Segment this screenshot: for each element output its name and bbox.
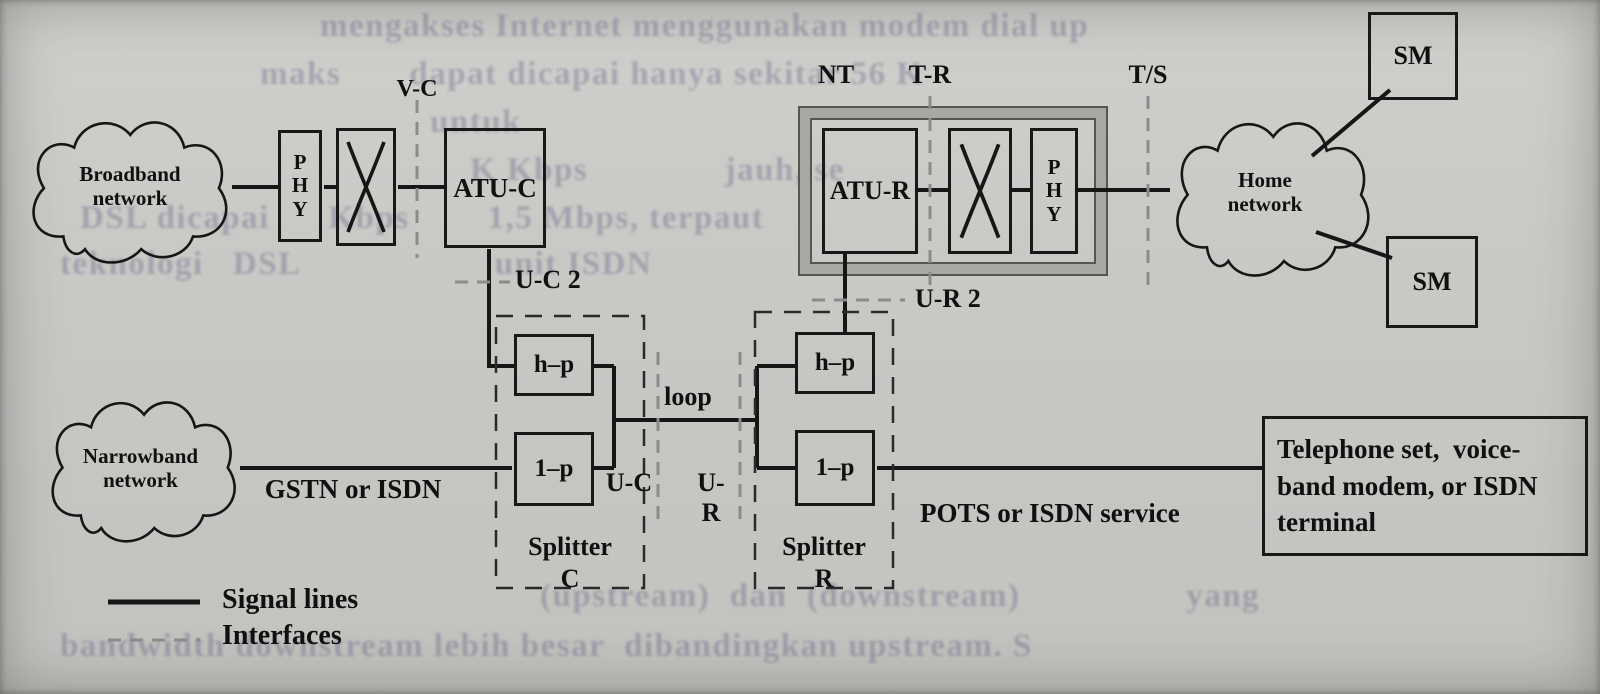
phy-right-h: H — [1045, 178, 1063, 203]
broadband-cloud-label: Broadband network — [50, 162, 210, 210]
bleed-line: bandwidth downstream lebih besar dibandi… — [60, 628, 1033, 664]
atu-c-box: ATU-C — [444, 128, 546, 248]
ur-interface-label: U-R — [697, 468, 725, 527]
narrowband-cloud-label: Narrowband network — [58, 444, 223, 492]
ts-interface-label: T/S — [1128, 60, 1168, 89]
gstn-link-label: GSTN or ISDN — [264, 474, 442, 504]
crossover-right-x-icon — [959, 143, 1001, 239]
home-cloud-label-line2: network — [1227, 192, 1303, 217]
uc2-interface-label: U-C 2 — [515, 265, 581, 294]
phy-left-letters: P H Y — [291, 149, 309, 222]
broadband-cloud-label-line1: Broadband — [79, 162, 181, 186]
crossover-right-box — [948, 128, 1012, 254]
splitter-r-highpass-label: h–p — [814, 349, 856, 376]
splitter-c-title: Splitter — [528, 532, 612, 561]
splitter-c-highpass-label: h–p — [533, 351, 575, 378]
phy-left-p: P — [293, 149, 307, 174]
splitter-r-letter: R — [814, 564, 834, 593]
ur2-interface-label: U-R 2 — [915, 284, 981, 313]
sm-top-box: SM — [1368, 12, 1458, 100]
splitter-r-dashed-box — [753, 310, 895, 590]
bleed-line: DSL dicapai Kbps 1,5 Mbps, terpaut — [80, 200, 765, 236]
sm-bottom-box: SM — [1386, 236, 1478, 328]
splitter-c-lowpass-label: 1–p — [534, 455, 574, 482]
phy-right-y: Y — [1046, 201, 1062, 226]
terminal-line3: terminal — [1277, 507, 1376, 538]
splitter-r-lowpass-box: 1–p — [795, 430, 875, 506]
terminal-box: Telephone set, voice- band modem, or ISD… — [1262, 416, 1588, 556]
phy-left-y: Y — [292, 196, 308, 221]
splitter-r-highpass-box: h–p — [795, 332, 875, 394]
home-cloud-label: Home network — [1190, 168, 1340, 216]
loop-label: loop — [664, 382, 712, 411]
phy-right-letters: P H Y — [1045, 154, 1063, 227]
phy-right-box: P H Y — [1030, 128, 1078, 254]
vc-interface-label: V-C — [396, 76, 438, 102]
crossover-left-x-icon — [346, 141, 386, 233]
broadband-cloud-label-line2: network — [92, 186, 168, 211]
uc-interface-label: U-C — [605, 468, 653, 497]
atu-r-label: ATU-R — [829, 176, 911, 205]
splitter-r-title: Splitter — [782, 532, 866, 561]
phy-left-h: H — [291, 173, 309, 198]
atu-c-label: ATU-C — [453, 172, 537, 203]
atuc-to-splitter-line — [487, 249, 514, 368]
narrowband-cloud-label-line2: network — [103, 468, 178, 493]
bleed-line: maks dapat dicapai hanya sekitar 56 K — [260, 56, 924, 92]
splitter-r-lowpass-label: 1–p — [815, 454, 855, 481]
nt-label: NT — [817, 60, 855, 89]
phy-right-p: P — [1047, 154, 1061, 179]
terminal-line1: Telephone set, voice- — [1277, 434, 1521, 465]
tr-interface-label: T-R — [908, 60, 952, 89]
splitter-c-letter: C — [560, 564, 580, 593]
pots-link-label: POTS or ISDN service — [920, 498, 1180, 528]
bleed-line: mengakses Internet menggunakan modem dia… — [320, 8, 1090, 44]
legend-signal-label: Signal lines — [222, 584, 359, 615]
phy-left-box: P H Y — [278, 130, 322, 242]
splitter-c-dashed-box — [494, 314, 646, 590]
home-cloud-label-line1: Home — [1238, 168, 1292, 192]
bleed-line: (upstream) dan (downstream) yang — [540, 578, 1261, 614]
splitter-c-highpass-box: h–p — [514, 334, 594, 396]
crossover-left-box — [336, 128, 396, 246]
home-to-sm-top-line — [1310, 88, 1392, 158]
narrowband-cloud-label-line1: Narrowband — [82, 444, 199, 468]
terminal-line2: band modem, or ISDN — [1277, 470, 1538, 501]
bleed-line: K Kbps jauh, se — [470, 152, 845, 188]
sm-bottom-label: SM — [1412, 267, 1452, 296]
atu-r-box: ATU-R — [822, 128, 918, 254]
sm-top-label: SM — [1393, 41, 1433, 70]
home-to-sm-bottom-line — [1315, 230, 1393, 260]
splitter-c-lowpass-box: 1–p — [514, 432, 594, 506]
loop-line — [594, 364, 795, 470]
legend-interfaces-label: Interfaces — [222, 620, 342, 651]
